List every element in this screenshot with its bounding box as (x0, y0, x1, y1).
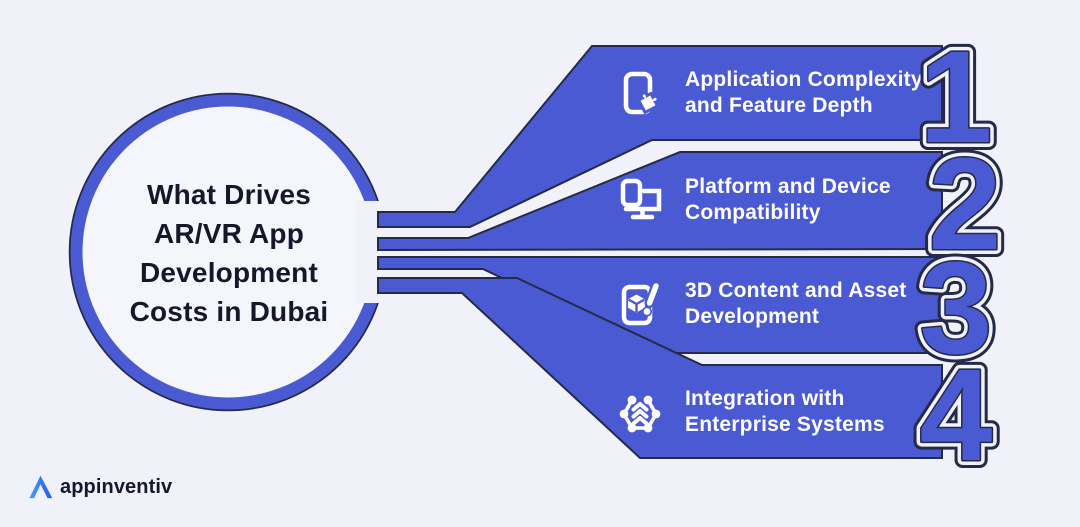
svg-text:3: 3 (920, 234, 993, 381)
svg-text:4: 4 (920, 341, 993, 488)
integration-network-gear-icon (619, 395, 661, 433)
banner-shape-1 (377, 45, 943, 228)
phone-puzzle-icon (623, 71, 660, 115)
svg-text:4: 4 (920, 341, 993, 488)
phone-monitor-icon (620, 178, 664, 222)
logo-wordmark: appinventiv (60, 475, 173, 498)
tablet-3d-cube-brush-icon (621, 281, 661, 326)
svg-text:1: 1 (920, 23, 993, 170)
item-number-3: 3 3 3 (912, 231, 1001, 381)
appinventiv-logo-icon (29, 475, 53, 499)
banner-item-3: 3D Content and Asset Development (616, 256, 946, 352)
item-number-2: 2 2 2 (921, 127, 1010, 277)
banner-label: Integration with Enterprise Systems (685, 386, 885, 437)
item-number-4: 4 4 4 (912, 338, 1001, 488)
banner-label: 3D Content and Asset Development (685, 278, 907, 329)
appinventiv-logo: appinventiv (28, 470, 172, 504)
svg-text:4: 4 (920, 341, 993, 488)
banner-item-4: Integration with Enterprise Systems (616, 364, 946, 460)
svg-text:3: 3 (920, 234, 993, 381)
svg-text:1: 1 (920, 23, 993, 170)
banner-label: Application Complexity and Feature Depth (685, 67, 923, 118)
svg-text:1: 1 (920, 23, 993, 170)
svg-text:2: 2 (929, 130, 1002, 277)
banner-label: Platform and Device Compatibility (685, 174, 891, 225)
svg-text:2: 2 (929, 130, 1002, 277)
banner-item-2: Platform and Device Compatibility (616, 152, 946, 248)
banner-item-1: Application Complexity and Feature Depth (616, 45, 946, 141)
item-number-1: 1 1 1 (912, 20, 1001, 170)
svg-text:3: 3 (920, 234, 993, 381)
svg-text:2: 2 (929, 130, 1002, 277)
page-title: What Drives AR/VR App Development Costs … (129, 179, 329, 327)
banner-shape-4 (377, 277, 943, 459)
